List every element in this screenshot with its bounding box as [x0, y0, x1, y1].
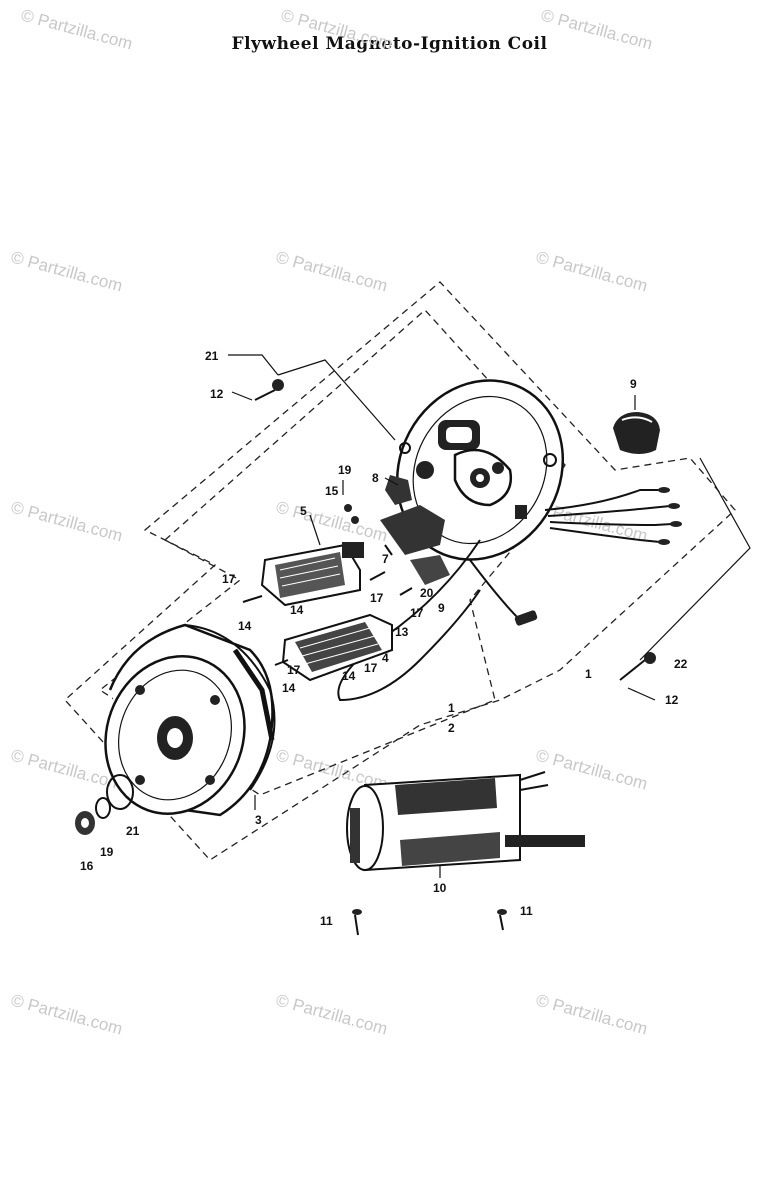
- part-label: 12: [665, 693, 679, 707]
- part-label: 11: [320, 914, 333, 928]
- part-label: 4: [382, 651, 389, 665]
- watermark: © Partzilla.com: [19, 6, 135, 54]
- part-label: 20: [420, 586, 434, 600]
- part-label: 19: [338, 463, 352, 477]
- part-label: 8: [372, 471, 379, 485]
- part-label: 2: [448, 721, 455, 735]
- part-label: 11: [520, 904, 533, 918]
- watermark: © Partzilla.com: [274, 498, 390, 546]
- part-label: 1: [585, 667, 592, 681]
- watermark: © Partzilla.com: [534, 991, 650, 1039]
- ignition-coil-upper: [260, 542, 364, 607]
- part-label: 9: [630, 377, 637, 391]
- watermark: © Partzilla.com: [274, 991, 390, 1039]
- part-label: 1: [448, 701, 455, 715]
- watermark: © Partzilla.com: [9, 498, 125, 546]
- part-label: 14: [342, 669, 356, 683]
- watermark: © Partzilla.com: [9, 991, 125, 1039]
- stator-base-plate: [385, 379, 565, 561]
- part-label: 14: [238, 619, 252, 633]
- part-label: 16: [80, 859, 94, 873]
- part-label: 10: [433, 881, 447, 895]
- screws: [242, 379, 656, 936]
- part-label: 7: [382, 552, 389, 566]
- part-label: 12: [210, 387, 224, 401]
- ignition-coil-external: [346, 771, 585, 872]
- part-label: 22: [674, 657, 688, 671]
- part-label: 5: [300, 504, 307, 518]
- leader-lines: [228, 354, 751, 878]
- watermark: © Partzilla.com: [534, 248, 650, 296]
- watermark: © Partzilla.com: [274, 248, 390, 296]
- part-label: 17: [364, 661, 378, 675]
- part-label: 13: [395, 625, 409, 639]
- part-label: 17: [370, 591, 384, 605]
- watermark: © Partzilla.com: [9, 248, 125, 296]
- part-label: 14: [290, 603, 304, 617]
- nut-washer-set: [75, 774, 134, 835]
- part-label: 19: [100, 845, 114, 859]
- grommet: [613, 412, 660, 454]
- contact-breaker: [344, 504, 450, 585]
- part-labels: 21 12 9 19 15 8 5 7 17 14 14 17 17 20 9 …: [80, 349, 688, 928]
- wire-harness: [337, 487, 682, 702]
- watermark: © Partzilla.com: [539, 6, 655, 54]
- part-label: 14: [282, 681, 296, 695]
- part-label: 17: [287, 663, 301, 677]
- flywheel-rotor: [104, 623, 276, 817]
- assembly-boundary-outer: [64, 281, 736, 861]
- part-label: 3: [255, 813, 262, 827]
- watermark: © Partzilla.com: [279, 6, 395, 54]
- part-label: 21: [205, 349, 219, 363]
- part-label: 9: [438, 601, 445, 615]
- part-label: 17: [410, 606, 424, 620]
- part-label: 17: [222, 572, 236, 586]
- diagram-title: Flywheel Magneto-Ignition Coil: [231, 34, 548, 54]
- part-label: 15: [325, 484, 339, 498]
- part-label: 21: [126, 824, 140, 838]
- watermark: © Partzilla.com: [534, 746, 650, 794]
